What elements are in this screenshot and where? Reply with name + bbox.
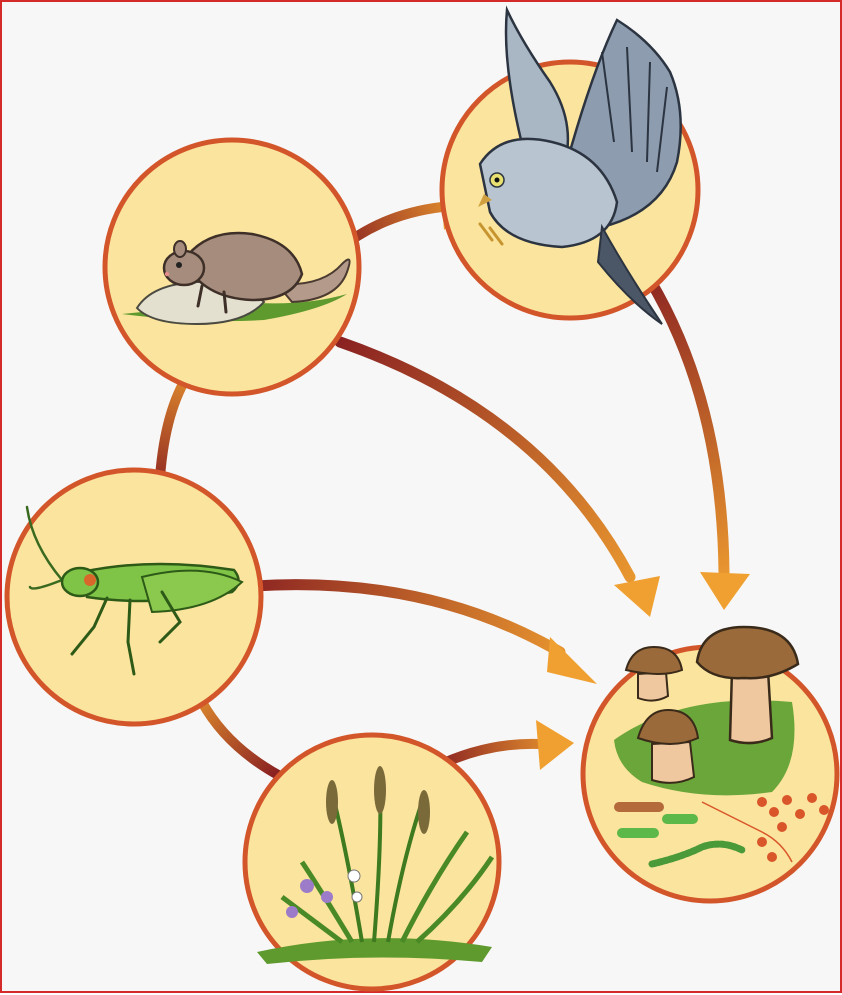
- link-grasshopper-to-decomposers: [234, 579, 597, 684]
- grasshopper-icon: [25, 505, 244, 676]
- node-squirrel: [102, 137, 362, 397]
- grass-flowers-icon: [257, 766, 495, 964]
- node-grass: [242, 732, 502, 992]
- owl-icon: [478, 5, 682, 325]
- node-decomposers: [580, 625, 840, 904]
- flying-squirrel-icon: [122, 231, 351, 326]
- link-grass-to-decomposers: [430, 720, 574, 772]
- link-squirrel-to-decomposers: [334, 336, 660, 617]
- link-owl-to-decomposers: [636, 261, 750, 610]
- node-grasshopper: [4, 467, 264, 727]
- mushrooms-bacteria-icon: [614, 625, 829, 868]
- node-owl: [439, 5, 701, 325]
